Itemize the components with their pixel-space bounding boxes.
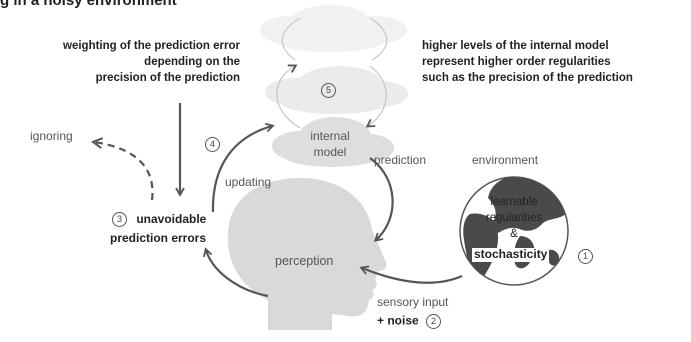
learnable-label: learnable regularities & xyxy=(474,194,554,242)
marker-2: 2 xyxy=(426,314,442,329)
cloud-top xyxy=(260,5,407,52)
page-title: g in a noisy environment xyxy=(0,0,177,9)
right-note: higher levels of the internal model repr… xyxy=(422,38,633,86)
internal-model-label: internal model xyxy=(290,128,370,160)
right-note-line: higher levels of the internal model xyxy=(422,40,609,52)
cloud-bottom xyxy=(272,117,394,167)
learnable-line: & xyxy=(510,228,518,240)
prediction-errors-label: prediction errors xyxy=(110,231,207,245)
updating-arrow xyxy=(211,122,275,213)
noise-text: + noise xyxy=(377,313,419,328)
marker-3: 3 xyxy=(112,212,127,227)
arrows xyxy=(94,103,463,298)
left-note-line: depending on the xyxy=(144,56,240,68)
marker-5: 5 xyxy=(321,82,336,100)
environment-label: environment xyxy=(472,153,539,167)
stochasticity-label: stochasticity xyxy=(472,247,550,262)
perception-label: perception xyxy=(275,254,334,268)
sensory-input-label: sensory input xyxy=(377,295,449,309)
prediction-arrow xyxy=(369,157,394,242)
marker-1: 1 xyxy=(578,248,593,266)
head-silhouette xyxy=(227,178,387,330)
ignoring-label: ignoring xyxy=(30,129,73,143)
error-arrow xyxy=(203,247,269,298)
noise-label: + noise 2 xyxy=(377,313,442,329)
updating-label: updating xyxy=(225,175,272,189)
prediction-label: prediction xyxy=(374,153,427,167)
left-note: weighting of the prediction error depend… xyxy=(10,38,240,86)
hierarchy-loops xyxy=(276,17,388,129)
learnable-line: regularities xyxy=(485,212,543,224)
sensory-arrow xyxy=(359,265,463,284)
marker-4: 4 xyxy=(205,136,220,154)
unavoidable-label: 3 unavoidable xyxy=(112,212,206,227)
left-note-line: weighting of the prediction error xyxy=(63,40,240,52)
ignoring-arrow xyxy=(94,142,154,201)
unavoidable-text: unavoidable xyxy=(136,211,207,226)
cloud-middle xyxy=(265,66,408,114)
right-note-line: represent higher order regularities xyxy=(422,56,611,68)
left-note-line: precision of the prediction xyxy=(95,72,240,84)
internal-model-line: model xyxy=(313,145,347,159)
learnable-line: learnable xyxy=(490,196,538,208)
internal-model-line: internal xyxy=(310,129,350,143)
right-note-line: such as the precision of the prediction xyxy=(422,72,633,84)
